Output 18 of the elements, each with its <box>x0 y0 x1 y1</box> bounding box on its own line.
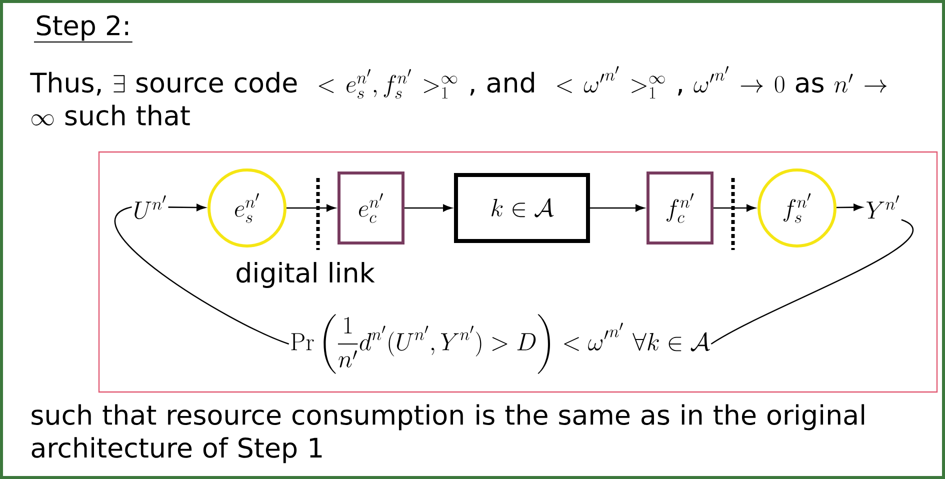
channel-box: $k \in \mathcal{A}$ <box>454 173 590 243</box>
arrow <box>836 204 862 211</box>
coder-box: $f_c^{n'}$ <box>646 172 714 244</box>
coder-box: $e_c^{n'}$ <box>338 172 404 244</box>
curve-connector <box>114 206 290 345</box>
formula-label: $Y^{n'}$ <box>866 195 900 219</box>
formula-label: $U^{n'}$ <box>134 195 166 220</box>
arrow <box>286 204 336 212</box>
intro-text: $\text{Thus, }\exists\text{ source code } < e_s^{n'}, f_s^{n'} >_1^{\infty}\text{, and } < {\omega'}^{n'} >_1^{\infty}\text{, }{\omega'}^{n'} \to 0 \text{ as } n' \to \infty \text{ such that}$ <box>30 66 887 126</box>
step-heading: Step 2: <box>37 15 128 41</box>
link-label: digital link <box>236 262 375 288</box>
arrow <box>168 204 206 212</box>
closing-text: such that resource consumption is the same as in the original architecture of Step 1 <box>32 404 864 464</box>
formula-label: $\Pr\left(\frac{1}{n'}d^{n'}(U^{n'},Y^{n'}) > D\right) < {\omega'}^{n'}\ \forall k \in \mathcal{A}$ <box>291 314 710 374</box>
arrow <box>590 204 644 212</box>
arrow <box>404 204 452 212</box>
arrow <box>714 204 756 212</box>
diagram-frame <box>98 151 938 393</box>
